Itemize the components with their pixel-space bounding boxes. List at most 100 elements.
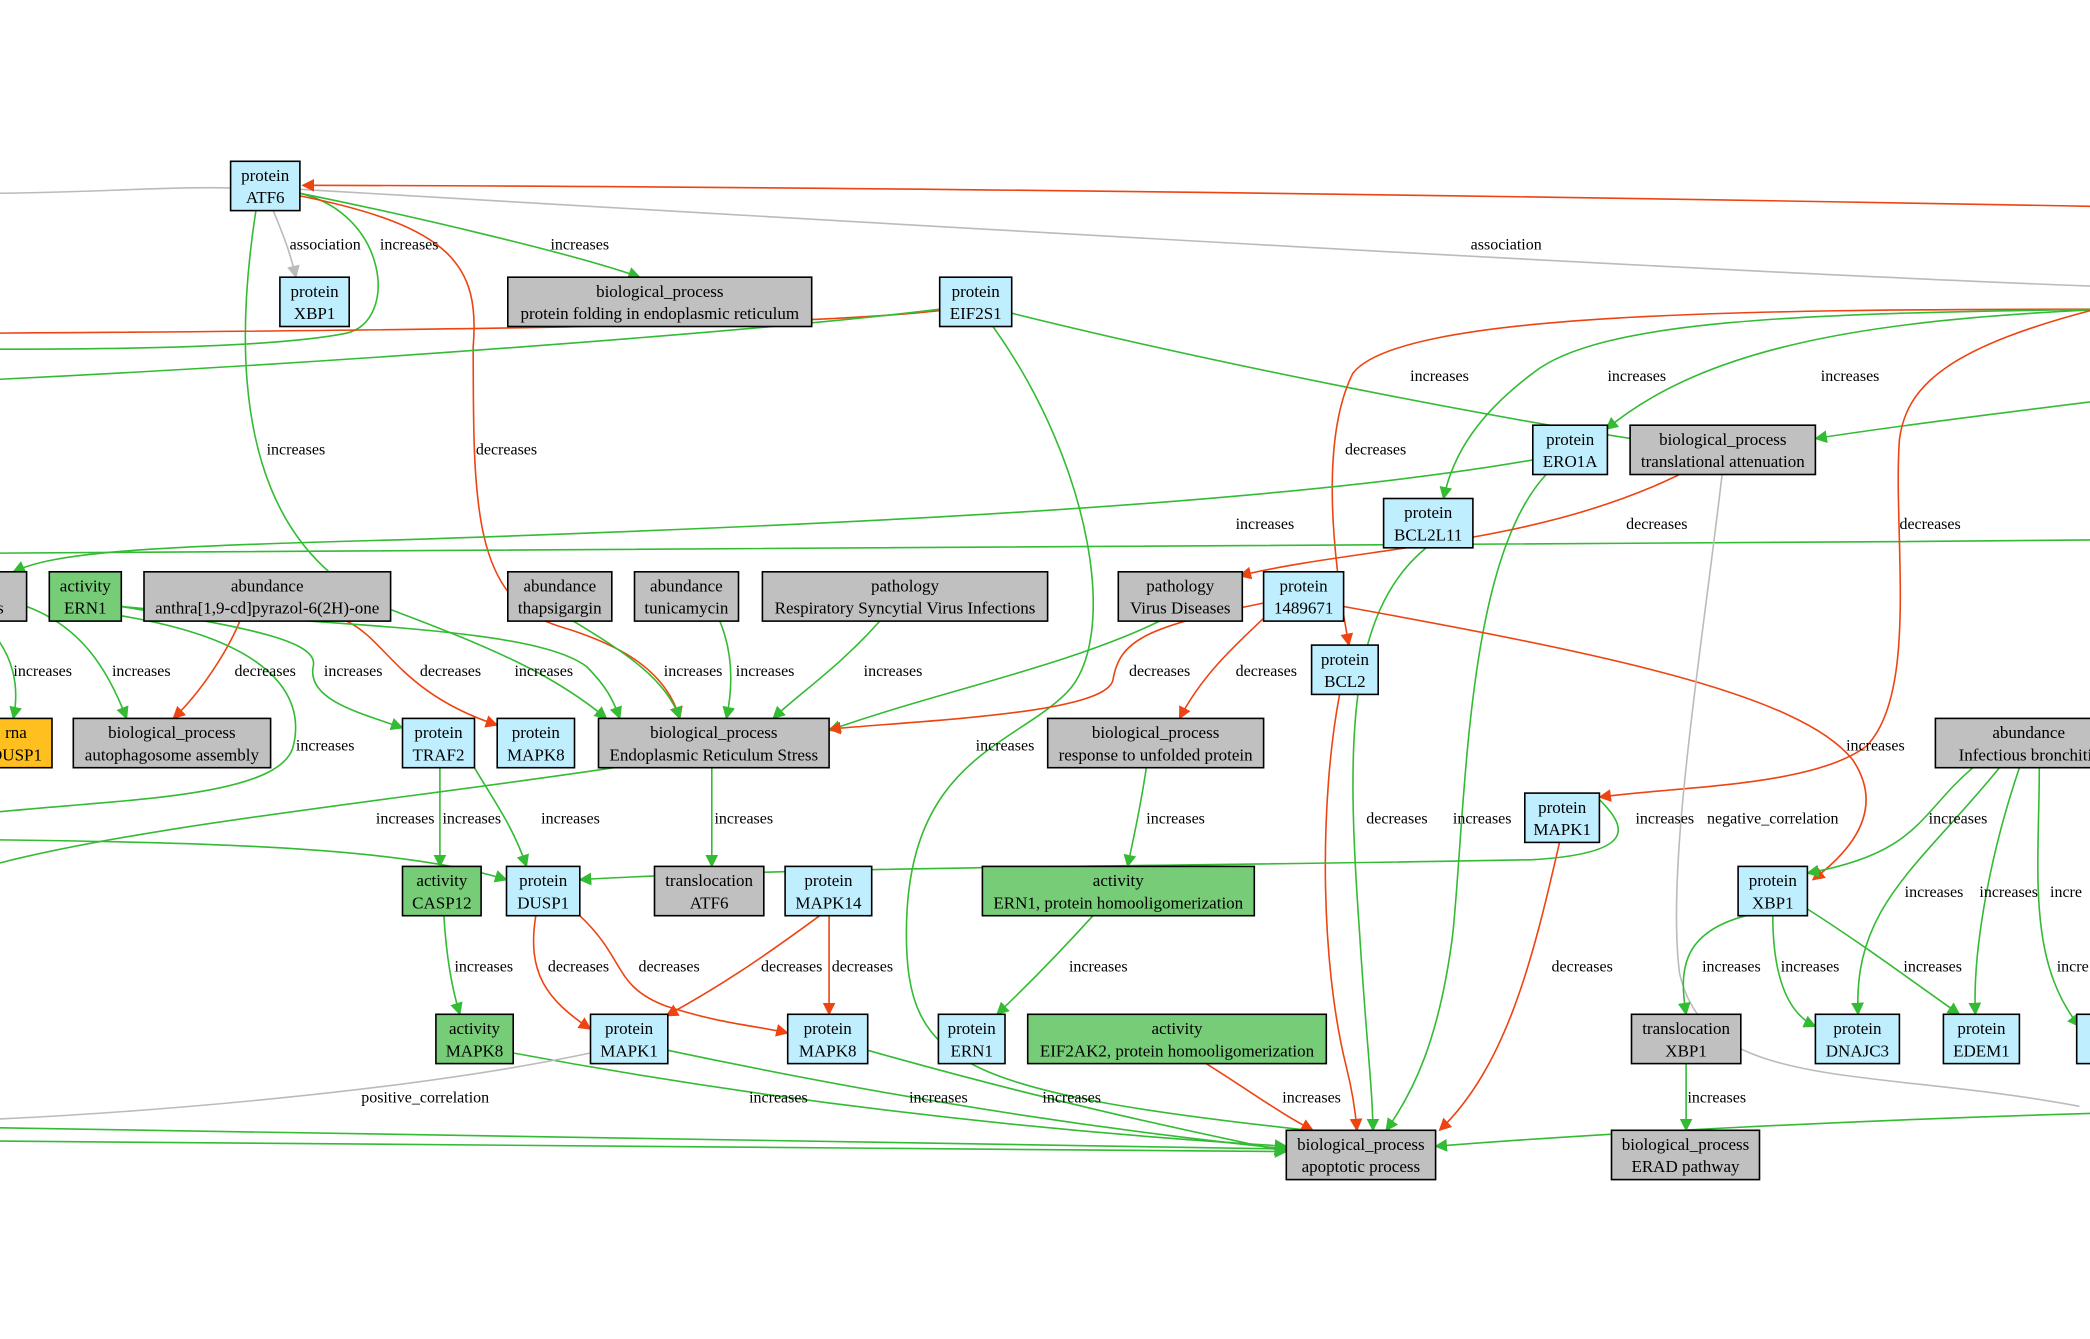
node-name-label: TRAF2 xyxy=(413,745,465,764)
node-box xyxy=(937,1013,1006,1065)
node-box xyxy=(1532,424,1609,476)
node-name-label: MAPK1 xyxy=(1533,820,1591,839)
node-rna[interactable]: rnaDUSP1 xyxy=(0,717,53,769)
edge-label: increases xyxy=(1607,368,1666,385)
node-name-label: ERAD pathway xyxy=(1631,1157,1740,1176)
node-type-label: protein xyxy=(804,871,853,890)
edge-label: increases xyxy=(749,1089,808,1106)
node-type-label: protein xyxy=(948,1019,997,1038)
node-box xyxy=(1814,1013,1901,1065)
edge-label: decreases xyxy=(420,663,481,680)
edge-label: decreases xyxy=(832,959,893,976)
edge-label: increases xyxy=(1979,884,2038,901)
node-type-label: rna xyxy=(5,723,27,742)
edge-increases xyxy=(443,915,463,1016)
edge-label: increases xyxy=(13,663,72,680)
edge-label: decreases xyxy=(1366,811,1427,828)
edge-label: increases xyxy=(664,663,723,680)
edge-decreases xyxy=(1438,842,1561,1132)
node-type-label: protein xyxy=(952,282,1001,301)
node-box xyxy=(597,717,830,769)
node-box xyxy=(1610,1129,1761,1181)
edge-label: increases xyxy=(909,1089,968,1106)
node-type-label: biological_process xyxy=(1092,723,1219,742)
node-type-label: protein xyxy=(1833,1019,1882,1038)
edge-increases xyxy=(0,641,22,720)
edge-label: increases xyxy=(1905,884,1964,901)
node-box xyxy=(981,865,1256,917)
edge-increases xyxy=(473,767,529,868)
node-abundance[interactable]: ess xyxy=(0,570,28,622)
edge-label: incre xyxy=(2057,959,2089,976)
node-type-label: translocation xyxy=(1642,1019,1730,1038)
edge-label: increases xyxy=(1146,811,1205,828)
edge-label: increases xyxy=(454,959,513,976)
node-name-label: protein folding in endoplasmic reticulum xyxy=(521,304,800,323)
node-box xyxy=(496,717,576,769)
node-box xyxy=(784,865,873,917)
node-name-label: XBP1 xyxy=(1752,893,1794,912)
edge-label: negative_correlation xyxy=(1707,811,1839,828)
edge-increases xyxy=(12,459,1533,573)
edge-label: decreases xyxy=(1899,516,1960,533)
node-box xyxy=(589,1013,669,1065)
node-type-label: protein xyxy=(241,166,290,185)
edge-increases xyxy=(1123,767,1148,868)
node-name-label: autophagosome assembly xyxy=(85,745,260,764)
edge-label: increases xyxy=(1042,1089,1101,1106)
edge-increases xyxy=(572,620,683,720)
edge-decreases xyxy=(1324,694,1363,1132)
edge-label: increases xyxy=(864,663,923,680)
node-protein[interactable] xyxy=(2075,1013,2090,1065)
node-box xyxy=(761,570,1049,622)
edge-label: decreases xyxy=(1236,663,1297,680)
edge-increases xyxy=(0,1126,1288,1156)
node-box xyxy=(506,570,613,622)
node-box xyxy=(72,717,272,769)
node-biological-process[interactable]: biological_process response to unfolded p… xyxy=(1046,717,1265,769)
node-type-label: biological_process xyxy=(650,723,777,742)
edge-label: decreases xyxy=(235,663,296,680)
edge-label: increases xyxy=(380,236,439,253)
node-box xyxy=(0,570,28,622)
edge-label: increases xyxy=(1903,959,1962,976)
node-name-label: response to unfolded protein xyxy=(1059,745,1254,764)
